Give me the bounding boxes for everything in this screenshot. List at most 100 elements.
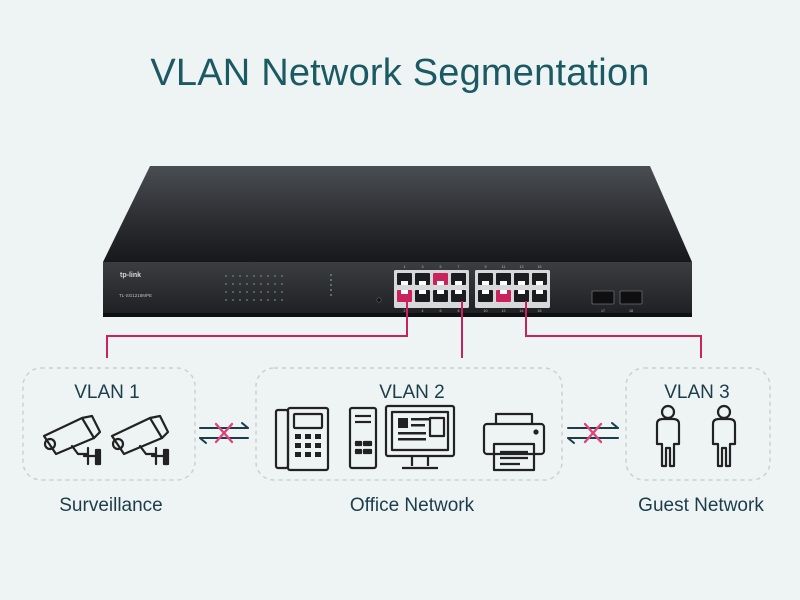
ip-phone-icon [274,406,330,472]
ethernet-port [397,273,412,285]
vlan3-group: VLAN 3 [625,367,771,481]
port-latch [500,290,507,294]
status-led [225,291,227,293]
port-latch [482,281,489,285]
status-led [253,299,255,301]
port-number-label: 10 [484,309,488,313]
status-led [232,283,234,285]
status-led [330,279,332,281]
status-led [239,283,241,285]
port-latch [455,281,462,285]
ethernet-port [415,273,430,285]
status-led [239,291,241,293]
status-led [239,275,241,277]
port-latch [518,281,525,285]
person-icon [655,404,681,468]
port-number-label: 14 [520,309,524,313]
port-latch [419,290,426,294]
vlan1-label: Surveillance [59,495,163,516]
ethernet-port [433,290,448,302]
status-led [330,284,332,286]
port-housing [475,270,550,308]
port-latch [455,290,462,294]
ethernet-port [451,290,466,302]
blocked-x-icon [214,422,234,444]
port-number-label: 2 [404,309,406,313]
vlan2-group-box [255,367,563,481]
status-led [281,291,283,293]
port-housing [394,270,469,308]
port-latch [536,281,543,285]
vlan1-name: VLAN 1 [74,382,139,403]
port-number-label: 13 [520,265,524,269]
port-number-label: 16 [538,309,542,313]
status-led [274,291,276,293]
status-led [246,283,248,285]
status-led [260,275,262,277]
vlan-links [106,301,702,358]
ethernet-port [415,290,430,302]
port-number-label: 1 [404,265,406,269]
person-icon [711,404,737,468]
status-led [281,283,283,285]
port-number-label: 8 [458,309,460,313]
blocked-link-vlan1-vlan2 [199,422,249,444]
port-number-label: 9 [485,265,487,269]
switch-model-label: TL-SG1218MPE [119,293,152,298]
port-latch [419,281,426,285]
status-led [260,299,262,301]
switch-brand-logo: tp-link [120,272,141,279]
status-led [239,299,241,301]
vlan3-link-line [525,301,702,358]
port-latch [500,281,507,285]
port-number-label: 7 [458,265,460,269]
ethernet-port [451,273,466,285]
status-led [232,299,234,301]
port-latch [518,290,525,294]
vlan3-name: VLAN 3 [664,382,729,403]
port-latch [536,290,543,294]
port-number-label: 3 [422,265,424,269]
status-led [274,299,276,301]
vlan1-link-line [106,301,408,358]
vlan2-label: Office Network [350,495,475,516]
port-number-label: 5 [440,265,442,269]
status-led [330,274,332,276]
vlan1-group: VLAN 1 [22,367,196,481]
port-number-label: 4 [422,309,424,313]
blocked-x-icon [583,422,603,444]
blocked-link-vlan2-vlan3 [567,422,619,444]
status-led [246,299,248,301]
switch-top-panel [103,166,692,262]
printer-icon [482,412,546,472]
ethernet-port [478,290,493,302]
vlan2-group: VLAN 2 [255,367,563,481]
port-number-label: 11 [502,265,506,269]
status-led [225,275,227,277]
ethernet-port [532,273,547,285]
diagram-title: VLAN Network Segmentation [150,52,650,94]
status-led [253,291,255,293]
port-latch [401,290,408,294]
ethernet-port [514,290,529,302]
status-led [253,275,255,277]
network-switch: tp-link TL-SG1218MPE 1234567891011121314… [103,166,692,317]
port-number-label: 12 [502,309,506,313]
status-led-panel [225,274,332,301]
camera-icon [110,414,170,466]
status-led [225,299,227,301]
reset-button [376,297,382,303]
port-number-label: 6 [440,309,442,313]
sfp-number-label: 17 [601,309,605,313]
port-number-label: 15 [538,265,542,269]
status-led [232,291,234,293]
status-led [246,291,248,293]
ethernet-port-vlan [496,290,511,302]
status-led [267,283,269,285]
status-led [253,283,255,285]
port-latch [437,281,444,285]
status-led [281,299,283,301]
